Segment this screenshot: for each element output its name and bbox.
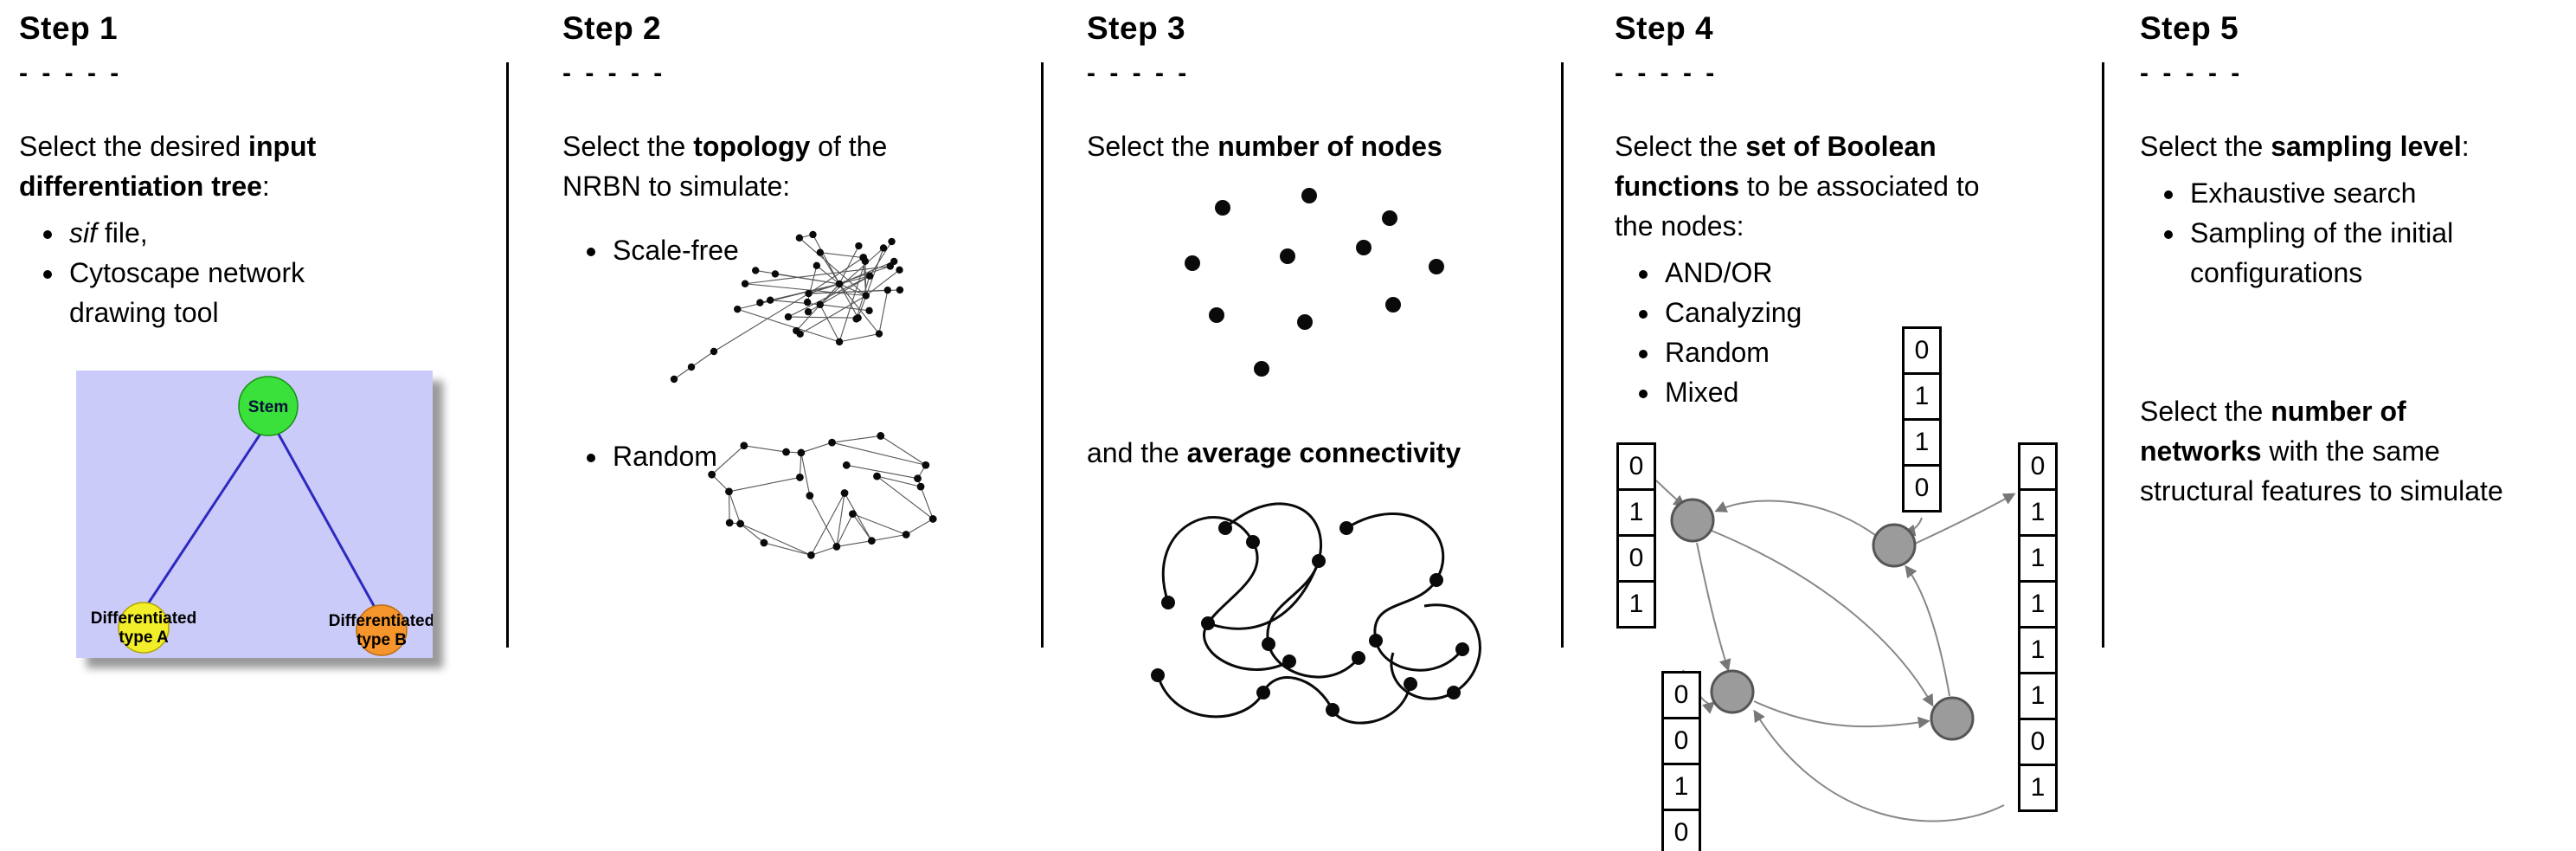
nodes-dots-svg — [1185, 188, 1444, 377]
option-mixed: Mixed — [1661, 372, 2065, 412]
truth-table-cell: 0 — [1661, 717, 1701, 765]
step-4-dashed-rule: - - - - - — [1615, 59, 1718, 87]
option-canalyzing: Canalyzing — [1661, 293, 2065, 332]
truth-table-cell: 0 — [1902, 464, 1942, 513]
truth-table-cell: 1 — [1616, 580, 1656, 629]
truth-table-cell: 0 — [1661, 809, 1701, 851]
boolean-network-svg — [1655, 480, 2016, 822]
tree-edge-right — [275, 430, 378, 611]
truth-table-cell: 1 — [1902, 372, 1942, 421]
step-2-panel: Step 2 - - - - - Select the topology of … — [562, 0, 999, 559]
random-network-svg — [708, 432, 937, 559]
step-3-instruction: Select the number of nodes — [1087, 131, 1442, 162]
option-random: Random — [609, 436, 717, 476]
nodes-dots-figure — [1158, 184, 1471, 396]
truth-table-cell: 0 — [2018, 442, 2058, 491]
truth-table-cell: 0 — [1902, 326, 1942, 375]
step-5-dashed-rule: - - - - - — [2140, 59, 2244, 87]
step-1-panel: Step 1 - - - - - Select the desired inpu… — [19, 0, 433, 658]
truth-table-cell: 1 — [2018, 626, 2058, 674]
stem-node-label: Stem — [248, 398, 288, 416]
step-3-title: Step 3 — [1087, 10, 1186, 46]
option-sif-file: sif file, — [66, 213, 426, 253]
stem-node — [238, 376, 299, 436]
truth-table-cell: 1 — [2018, 672, 2058, 720]
option-random-functions: Random — [1661, 332, 2065, 372]
truth-table-cell: 1 — [2018, 764, 2058, 812]
truth-table-cell: 1 — [1616, 488, 1656, 537]
topology-option-scale-free: Scale-free — [562, 230, 739, 270]
random-network-figure — [665, 407, 986, 592]
type-a-label-line2: type A — [119, 629, 169, 647]
truth-table-cell: 1 — [2018, 488, 2058, 537]
boolean-function-options-list: AND/OR Canalyzing Random Mixed — [1615, 253, 2065, 412]
type-b-label-line2: type B — [357, 631, 407, 649]
step-1-title: Step 1 — [19, 10, 119, 46]
step-5-panel: Step 5 - - - - - Select the sampling lev… — [2140, 0, 2574, 506]
topology-option-random: Random — [562, 436, 717, 476]
step-1-dashed-rule: - - - - - — [19, 59, 123, 87]
step-5-instruction: Select the sampling level: — [2140, 131, 2470, 162]
scale-free-network-svg — [670, 230, 904, 384]
truth-table-cell: 0 — [2018, 718, 2058, 766]
truth-table-cell: 0 — [1661, 671, 1701, 719]
step-2-title: Step 2 — [562, 10, 662, 46]
differentiation-tree-figure: Stem Differentiated type A Differentiate… — [76, 371, 433, 658]
average-connectivity-figure — [1123, 474, 1506, 745]
truth-table-cell: 1 — [1902, 418, 1942, 467]
option-and-or: AND/OR — [1661, 253, 2065, 293]
sampling-options-list: Exhaustive search Sampling of the initia… — [2140, 173, 2574, 293]
option-scale-free: Scale-free — [609, 230, 739, 270]
column-divider — [1041, 62, 1044, 648]
scale-free-network-figure — [653, 196, 999, 391]
step-3-instruction-connectivity: and the average connectivity — [1087, 437, 1461, 468]
step-3-dashed-rule: - - - - - — [1087, 59, 1191, 87]
step-3-panel: Step 3 - - - - - Select the number of no… — [1087, 0, 1561, 725]
truth-table-cell: 1 — [2018, 580, 2058, 629]
tree-edge-left — [144, 430, 264, 609]
step-4-title: Step 4 — [1615, 10, 1714, 46]
differentiated-type-b-node — [356, 604, 408, 656]
column-divider — [506, 62, 509, 648]
differentiated-type-a-node — [118, 602, 170, 654]
column-divider — [1561, 62, 1564, 648]
type-b-label-line1: Differentiated — [329, 612, 433, 630]
step-4-panel: Step 4 - - - - - Select the set of Boole… — [1615, 0, 2065, 851]
truth-table-cell: 1 — [2018, 534, 2058, 583]
truth-table-cell: 1 — [1661, 763, 1701, 811]
truth-table-cell: 0 — [1616, 534, 1656, 583]
column-divider — [2102, 62, 2104, 648]
truth-table-cell: 0 — [1616, 442, 1656, 491]
option-exhaustive-search: Exhaustive search — [2187, 173, 2574, 213]
step-2-dashed-rule: - - - - - — [562, 59, 666, 87]
type-a-label-line1: Differentiated — [91, 609, 196, 628]
differentiation-tree-svg: Stem Differentiated type A Differentiate… — [76, 371, 433, 658]
average-connectivity-svg — [1151, 502, 1481, 725]
step-5-title: Step 5 — [2140, 10, 2239, 46]
